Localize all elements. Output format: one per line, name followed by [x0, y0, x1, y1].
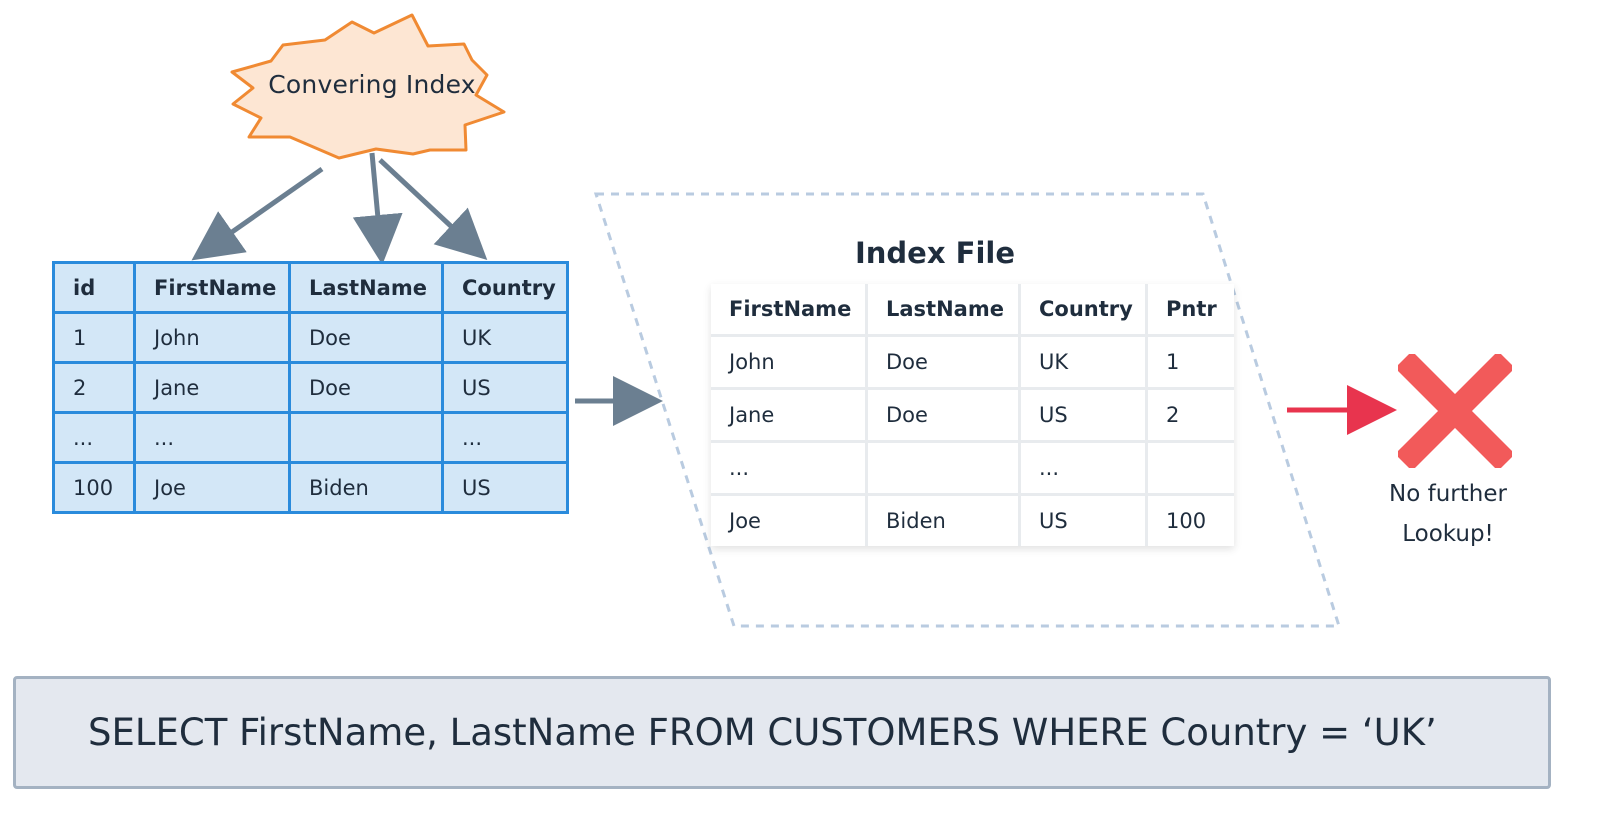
col-header-firstname: FirstName [133, 261, 291, 314]
table-cell: ... [133, 411, 291, 464]
col-header-lastname: LastName [288, 261, 444, 314]
x-mark-icon [1398, 354, 1512, 468]
table-cell [866, 441, 1021, 496]
table-cell: Joe [711, 494, 868, 546]
table-cell: US [1019, 388, 1148, 443]
table-cell [288, 411, 444, 464]
table-cell: Jane [133, 361, 291, 414]
table-cell: ... [52, 411, 136, 464]
table-row: 1 John Doe UK [52, 311, 569, 364]
table-cell: 2 [1146, 388, 1234, 443]
col-header-country: Country [441, 261, 569, 314]
sql-query-text: SELECT FirstName, LastName FROM CUSTOMER… [88, 711, 1437, 754]
col-header-pntr: Pntr [1146, 284, 1234, 337]
table-cell: UK [1019, 335, 1148, 390]
table-cell: Doe [866, 388, 1021, 443]
table-cell: US [1019, 494, 1148, 546]
table-cell: ... [711, 441, 868, 496]
col-header-country: Country [1019, 284, 1148, 337]
table-cell: John [711, 335, 868, 390]
table-cell: Biden [288, 461, 444, 514]
table-cell: 1 [1146, 335, 1234, 390]
table-cell: John [133, 311, 291, 364]
table-cell: UK [441, 311, 569, 364]
table-row: ... ... ... [52, 411, 569, 464]
table-cell: US [441, 461, 569, 514]
col-header-lastname: LastName [866, 284, 1021, 337]
table-row: ... ... [711, 441, 1234, 496]
sql-query-bar: SELECT FirstName, LastName FROM CUSTOMER… [13, 676, 1551, 789]
table-row: 100 Joe Biden US [52, 461, 569, 514]
table-cell: 2 [52, 361, 136, 414]
index-file-table: FirstName LastName Country Pntr John Doe… [711, 284, 1234, 546]
col-header-firstname: FirstName [711, 284, 868, 337]
arrow-to-country [378, 158, 488, 261]
table-row: Joe Biden US 100 [711, 494, 1234, 546]
table-row: 2 Jane Doe US [52, 361, 569, 414]
customers-table: id FirstName LastName Country 1 John Doe… [52, 261, 569, 514]
table-cell: Joe [133, 461, 291, 514]
table-header-row: id FirstName LastName Country [52, 261, 569, 314]
arrow-to-lastname [352, 152, 403, 265]
table-cell: ... [441, 411, 569, 464]
no-further-lookup-label: No further Lookup! [1368, 474, 1528, 554]
table-cell: ... [1019, 441, 1148, 496]
arrow-to-firstname [191, 166, 324, 261]
table-cell: US [441, 361, 569, 414]
table-cell: Doe [288, 311, 444, 364]
covering-index-label: Convering Index [268, 70, 476, 99]
table-cell [1146, 441, 1234, 496]
table-cell: Biden [866, 494, 1021, 546]
lookup-line-2: Lookup! [1402, 521, 1494, 547]
table-row: Jane Doe US 2 [711, 388, 1234, 443]
index-file-outline [593, 192, 1342, 628]
table-cell: 1 [52, 311, 136, 364]
lookup-line-1: No further [1389, 481, 1507, 507]
covering-index-badge-burst [230, 13, 506, 160]
table-cell: Doe [866, 335, 1021, 390]
table-row: John Doe UK 1 [711, 335, 1234, 390]
table-header-row: FirstName LastName Country Pntr [711, 284, 1234, 337]
table-cell: 100 [52, 461, 136, 514]
col-header-id: id [52, 261, 136, 314]
table-cell: Doe [288, 361, 444, 414]
table-cell: 100 [1166, 509, 1207, 533]
index-file-title: Index File [854, 236, 1016, 270]
table-cell: Jane [711, 388, 868, 443]
